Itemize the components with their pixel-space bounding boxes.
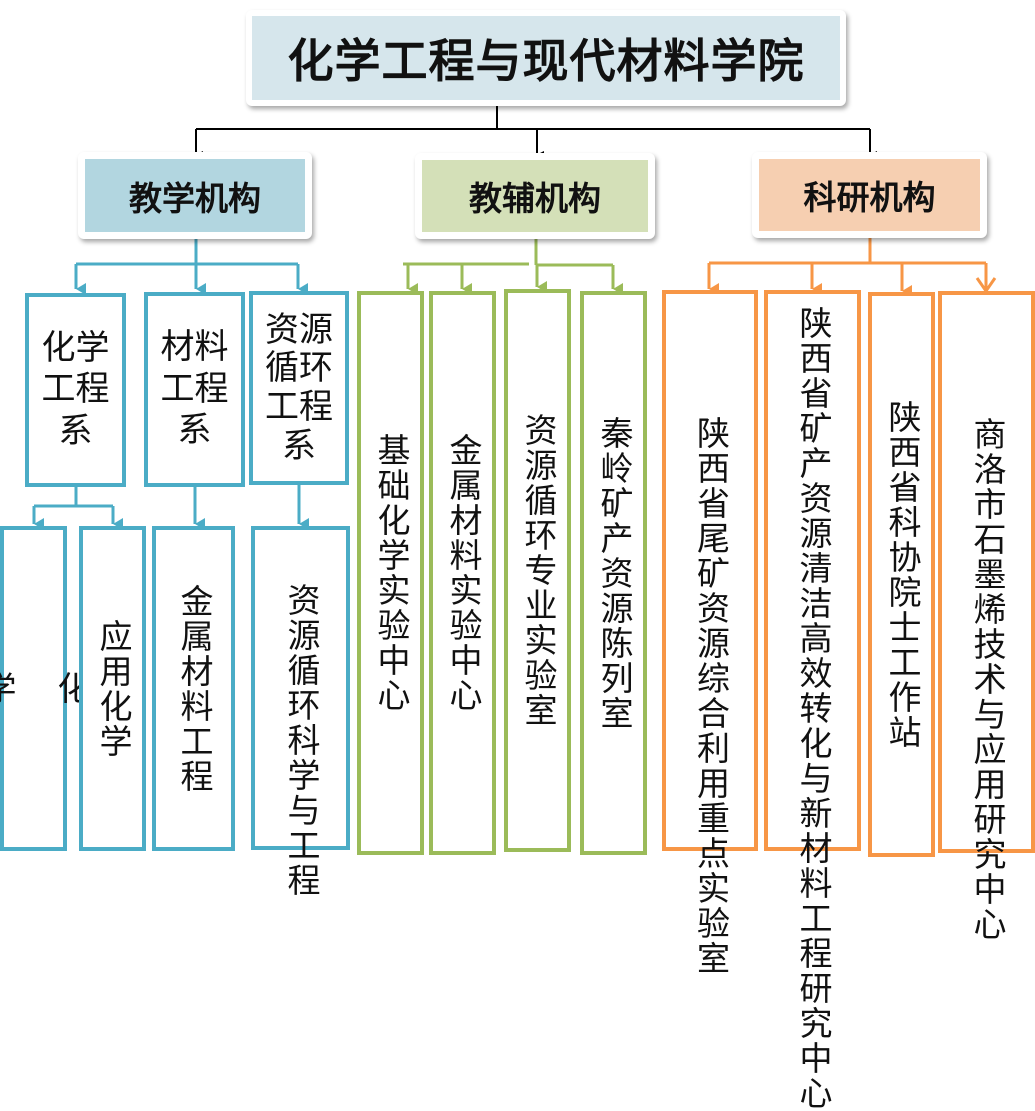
major-metal-materials: 金属材料工程 <box>152 526 235 851</box>
branch-support-label: 教辅机构 <box>422 160 648 232</box>
support-unit-label: 秦岭矿产资源陈列室 <box>594 415 634 731</box>
research-unit-mineral-center: 陕西省矿产资源清洁高效转化与新材料工程研究中心 <box>764 290 861 1111</box>
branch-research-label: 科研机构 <box>759 159 980 231</box>
research-unit-academician-station: 陕西省科协院士工作站 <box>868 292 935 857</box>
research-unit-tailings-lab: 陕西省尾矿资源综合利用重点实验室 <box>662 290 758 976</box>
major-applied-chemistry: 应用化学 <box>79 526 146 851</box>
support-unit-recycling-lab: 资源循环专业实验室 <box>504 289 571 852</box>
support-unit-qinling-exhibition: 秦岭矿产资源陈列室 <box>580 291 647 855</box>
connector-lines <box>32 103 997 530</box>
support-connector <box>403 237 623 295</box>
research-unit-label: 陕西省矿产资源清洁高效转化与新材料工程研究中心 <box>793 305 833 1111</box>
branch-teaching-label: 教学机构 <box>85 159 305 232</box>
department-resource-recycling: 资源 循环 工程 系 <box>249 291 349 485</box>
support-unit-basic-chem-lab: 基础化学实验中心 <box>357 291 424 855</box>
major-resource-recycling: 资源循环科学与工程 <box>251 526 350 898</box>
branch-teaching: 教学机构 <box>78 152 312 239</box>
research-unit-label: 陕西省科协院士工作站 <box>882 399 922 750</box>
root-connector <box>195 103 877 159</box>
support-unit-label: 金属材料实验中心 <box>443 433 483 713</box>
major-label: 金属材料工程 <box>174 583 214 794</box>
department-label: 材料 工程 系 <box>160 327 229 451</box>
department-materials-engineering: 材料 工程 系 <box>144 292 245 487</box>
root-title: 化学工程与现代材料学院 <box>252 16 840 100</box>
branch-research: 科研机构 <box>752 152 987 238</box>
research-connector <box>707 235 997 297</box>
teaching-connector <box>32 237 309 530</box>
research-unit-graphene-center: 商洛市石墨烯技术与应用研究中心 <box>938 291 1035 942</box>
root-node: 化学工程与现代材料学院 <box>246 10 846 106</box>
support-unit-label: 资源循环专业实验室 <box>518 413 558 728</box>
major-label: 资源循环科学与工程 <box>281 583 321 898</box>
major-chemistry: 化 学 <box>0 526 91 851</box>
major-label: 应用化学 <box>93 618 133 759</box>
department-label: 化学 工程 系 <box>41 327 110 451</box>
support-unit-label: 基础化学实验中心 <box>371 433 411 713</box>
major-label: 化 学 <box>0 671 91 706</box>
research-unit-label: 陕西省尾矿资源综合利用重点实验室 <box>691 415 731 976</box>
department-label: 资源 循环 工程 系 <box>265 309 333 466</box>
department-chemical-engineering: 化学 工程 系 <box>25 293 126 487</box>
support-unit-metal-lab: 金属材料实验中心 <box>429 291 496 855</box>
branch-support: 教辅机构 <box>415 153 655 239</box>
research-unit-label: 商洛市石墨烯技术与应用研究中心 <box>967 417 1007 942</box>
